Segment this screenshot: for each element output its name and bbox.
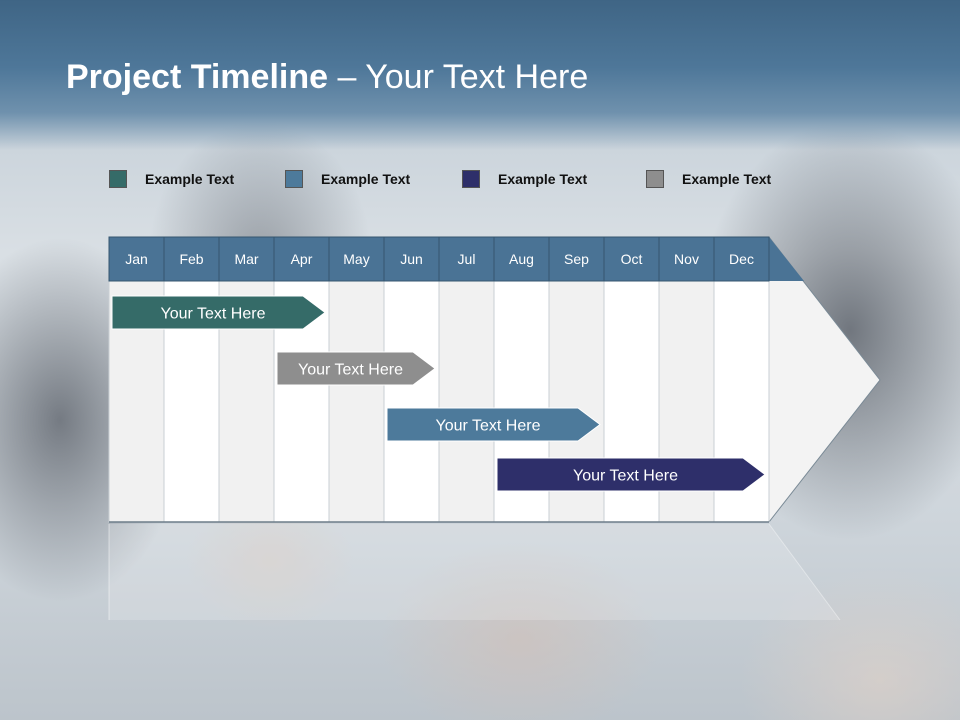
- month-column: [383, 280, 440, 523]
- month-column: [328, 280, 385, 523]
- legend-item-1: Example Text: [109, 170, 234, 188]
- task-label: Your Text Here: [573, 468, 678, 485]
- month-label: Sep: [564, 251, 589, 267]
- month-label: Jun: [400, 251, 423, 267]
- legend-label: Example Text: [498, 171, 588, 187]
- legend: Example Text Example Text Example Text E…: [0, 170, 960, 194]
- month-header-cell: [713, 236, 770, 282]
- legend-swatch: [109, 170, 127, 188]
- title-bold: Project Timeline: [66, 58, 329, 96]
- task-arrow: Your Text Here: [111, 295, 326, 330]
- header-band: [0, 0, 960, 150]
- task-arrow-shape: [386, 407, 601, 442]
- legend-swatch: [285, 170, 303, 188]
- arrow-reflection: [109, 524, 840, 620]
- task-arrow-shape: [111, 295, 326, 330]
- month-column: [438, 280, 495, 523]
- legend-item-3: Example Text: [462, 170, 587, 188]
- legend-item-2: Example Text: [285, 170, 410, 188]
- legend-label: Example Text: [321, 171, 411, 187]
- task-arrow-shape: [496, 457, 766, 492]
- legend-label: Example Text: [145, 171, 235, 187]
- task-label: Your Text Here: [436, 418, 541, 435]
- month-label: Dec: [729, 251, 754, 267]
- legend-label: Example Text: [682, 171, 772, 187]
- task-label: Your Text Here: [298, 362, 403, 379]
- month-label: Aug: [509, 251, 534, 267]
- legend-swatch: [462, 170, 480, 188]
- slide-title: Project Timeline – Your Text Here: [66, 58, 588, 97]
- task-arrow-shape: [276, 351, 436, 386]
- arrow-reflection-edge: [768, 523, 841, 621]
- task-arrow: Your Text Here: [496, 457, 766, 492]
- month-label: Jul: [458, 251, 476, 267]
- task-label: Your Text Here: [161, 306, 266, 323]
- legend-swatch: [646, 170, 664, 188]
- month-label: Jan: [125, 251, 148, 267]
- title-rest: – Your Text Here: [328, 58, 589, 96]
- task-arrow: Your Text Here: [276, 351, 436, 386]
- month-label: May: [343, 251, 369, 267]
- month-label: Mar: [234, 251, 258, 267]
- legend-item-4: Example Text: [646, 170, 771, 188]
- timeline-header-bar: [109, 237, 804, 281]
- task-arrow: Your Text Here: [386, 407, 601, 442]
- month-label: Oct: [621, 251, 643, 267]
- month-label: Nov: [674, 251, 699, 267]
- month-label: Feb: [179, 251, 203, 267]
- month-label: Apr: [291, 251, 313, 267]
